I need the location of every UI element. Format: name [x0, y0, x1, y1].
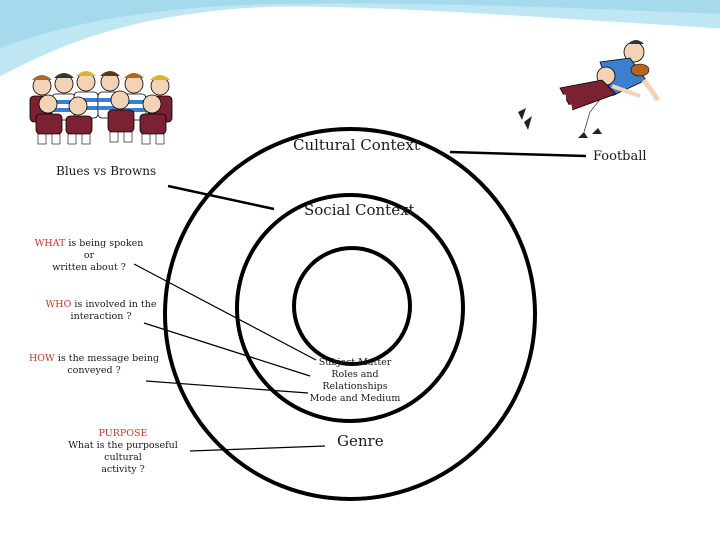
blues-connector: [167, 184, 275, 211]
mode-medium-label: Mode and Medium: [309, 392, 401, 404]
purpose-text-2: activity ?: [101, 463, 145, 475]
what-connector: [133, 263, 317, 361]
football-label: Football: [593, 149, 647, 164]
top-banner: [0, 0, 720, 80]
what-highlight: WHAT: [34, 238, 66, 249]
who-question: WHO is involved in the interaction ?: [40, 299, 162, 323]
purpose-text-1: What is the purposeful cultural: [68, 439, 178, 463]
cultural-context-circle: [163, 127, 537, 501]
who-connector: [143, 322, 311, 377]
what-text-2: written about ?: [52, 261, 126, 273]
purpose-connector: [189, 445, 326, 452]
how-text-1: is the message being: [54, 353, 160, 364]
rugby-tackle-illustration: [518, 40, 661, 138]
cultural-context-label: Cultural Context: [293, 136, 420, 154]
football-connector: [449, 150, 587, 158]
how-highlight: HOW: [28, 353, 55, 364]
social-context-label: Social Context: [304, 201, 415, 219]
how-text-2: conveyed ?: [67, 364, 121, 376]
who-text-2: interaction ?: [70, 310, 132, 322]
what-question: WHAT is being spoken or written about ?: [28, 238, 150, 274]
genre-label: Genre: [337, 432, 384, 450]
how-connector: [145, 380, 309, 394]
inner-circle: [292, 246, 412, 366]
blues-vs-browns-label: Blues vs Browns: [56, 164, 157, 178]
social-context-circle: [235, 193, 465, 423]
who-highlight: WHO: [45, 299, 72, 310]
purpose-question: PURPOSE What is the purposeful cultural …: [52, 428, 194, 476]
roles-relationships-label: Roles and Relationships: [322, 368, 388, 392]
what-text-1: is being spoken or: [65, 238, 144, 261]
register-labels: Subject Matter Roles and Relationships M…: [300, 357, 410, 405]
how-question: HOW is the message being conveyed ?: [26, 353, 162, 377]
subject-matter-label: Subject Matter: [318, 357, 392, 368]
team-photo-illustration: [29, 71, 173, 145]
purpose-highlight: PURPOSE: [98, 428, 148, 439]
who-text-1: is involved in the: [71, 299, 157, 310]
